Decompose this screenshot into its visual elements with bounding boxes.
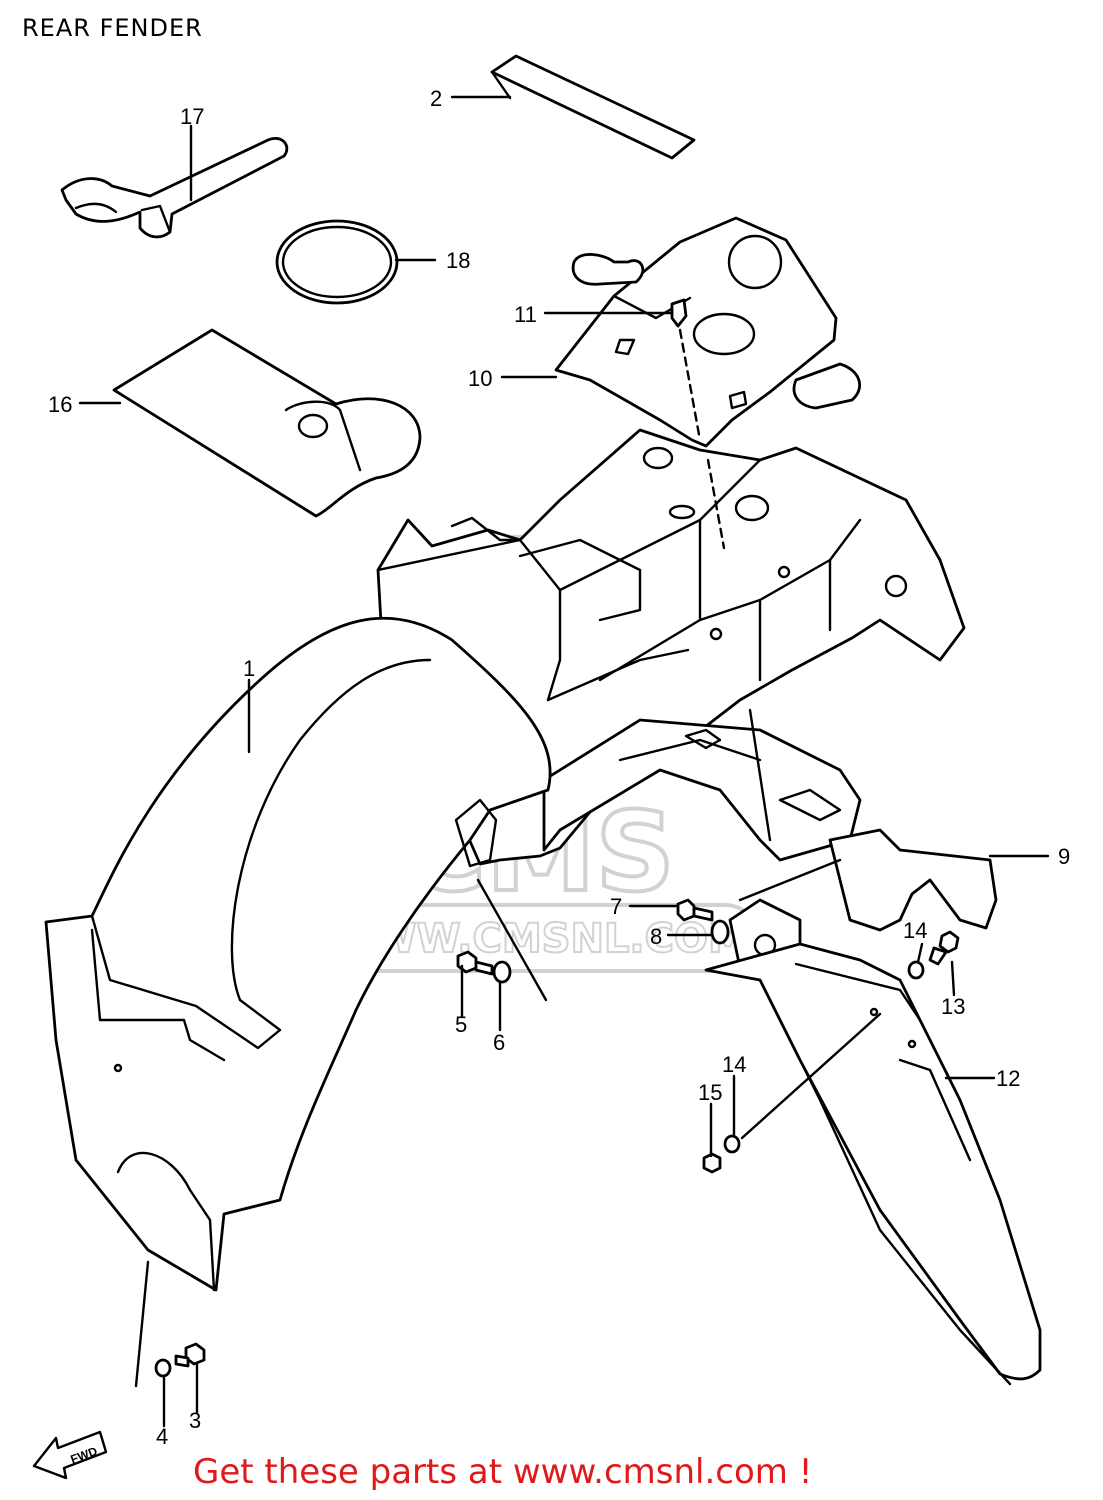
callout-3: 3 xyxy=(189,1408,201,1433)
part-tape-strip xyxy=(490,54,696,160)
callout-10: 10 xyxy=(468,366,492,391)
footer-promo-text[interactable]: Get these parts at www.cmsnl.com ! xyxy=(193,1452,813,1492)
diagram-title: REAR FENDER xyxy=(22,14,203,42)
callout-14-upper: 14 xyxy=(903,918,927,943)
callout-6: 6 xyxy=(493,1030,505,1055)
part-support-arm xyxy=(704,942,1042,1386)
part-o-ring xyxy=(275,219,399,305)
callout-5: 5 xyxy=(455,1012,467,1037)
callout-18: 18 xyxy=(446,248,470,273)
callout-15: 15 xyxy=(698,1080,722,1105)
fwd-arrow-icon: FWD xyxy=(32,1430,108,1480)
callout-4: 4 xyxy=(156,1424,168,1449)
hardware-washer-14-upper xyxy=(907,960,925,980)
callout-1: 1 xyxy=(243,656,255,681)
callout-16: 16 xyxy=(48,392,72,417)
callout-labels: 2 17 18 11 10 16 1 9 7 8 5 6 14 13 12 14… xyxy=(48,86,1070,1449)
hardware-washer-14-lower xyxy=(723,1134,741,1154)
callout-13: 13 xyxy=(941,994,965,1019)
callout-17: 17 xyxy=(180,104,204,129)
callout-2: 2 xyxy=(430,86,442,111)
hardware-washer-4 xyxy=(154,1358,172,1378)
callout-14-lower: 14 xyxy=(722,1052,746,1077)
part-rear-fender xyxy=(44,616,552,1292)
part-spanner-wrench xyxy=(60,137,289,239)
hardware-bolt-7 xyxy=(676,898,714,922)
callout-9: 9 xyxy=(1058,844,1070,869)
hardware-bolt-13 xyxy=(928,930,960,966)
part-tool-bag xyxy=(112,328,422,518)
callout-12: 12 xyxy=(996,1066,1020,1091)
callout-11: 11 xyxy=(514,302,537,327)
hardware-washer-8 xyxy=(710,919,730,945)
callout-8: 8 xyxy=(650,924,662,949)
part-bracket xyxy=(554,216,862,448)
hardware-nut-15 xyxy=(702,1152,722,1174)
part-lower-frame xyxy=(542,718,862,862)
hardware-bolt-3 xyxy=(174,1342,206,1368)
callout-7: 7 xyxy=(610,894,622,919)
hardware-washer-6 xyxy=(492,960,512,984)
leader-lines xyxy=(78,95,1050,1428)
